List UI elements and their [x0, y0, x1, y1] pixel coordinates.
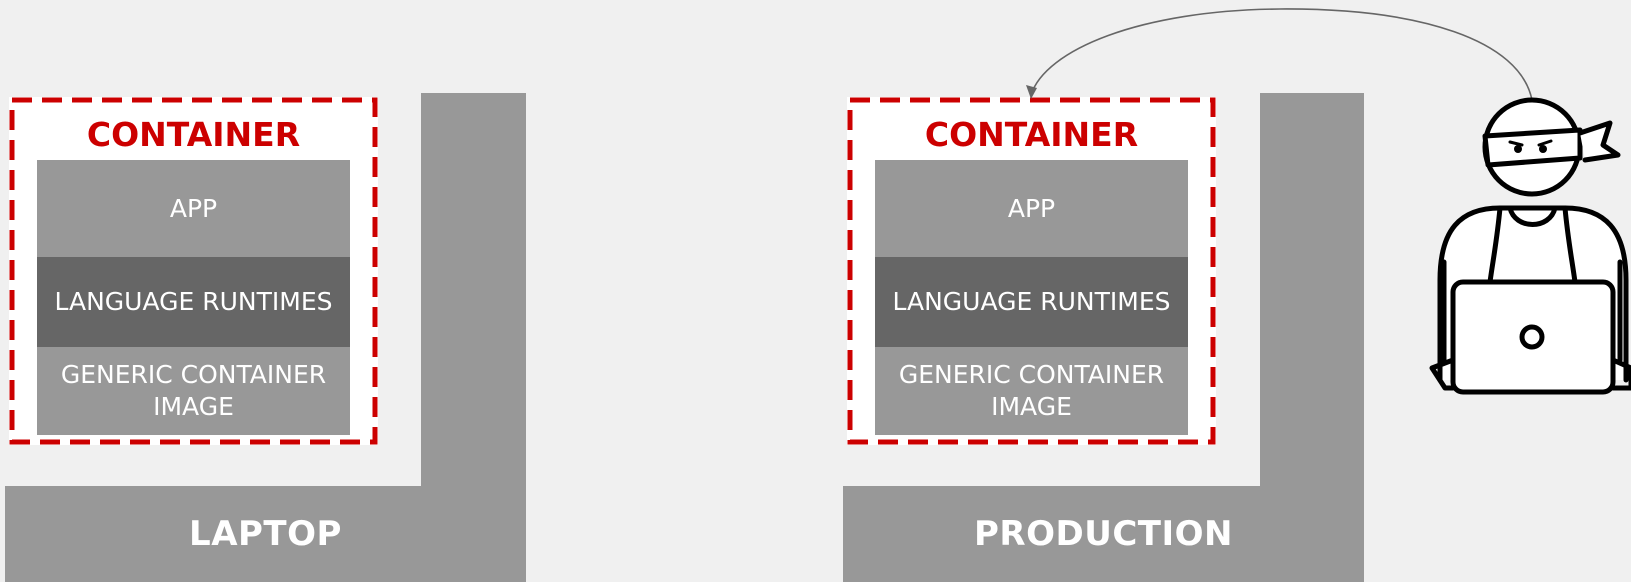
generic-container-image-layer: GENERIC CONTAINER IMAGE: [37, 347, 350, 435]
app-layer: APP: [875, 160, 1188, 257]
language-runtimes-layer: LANGUAGE RUNTIMES: [875, 257, 1188, 347]
production-container: CONTAINER APP LANGUAGE RUNTIMES GENERIC …: [847, 97, 1216, 445]
production-label: PRODUCTION: [974, 514, 1233, 554]
container-dashed-border: [9, 97, 378, 445]
language-runtimes-layer: LANGUAGE RUNTIMES: [37, 257, 350, 347]
laptop-env-base: [5, 486, 526, 582]
container-title: CONTAINER: [924, 115, 1139, 154]
generic-container-image-layer: GENERIC CONTAINER IMAGE: [875, 347, 1188, 435]
container-dashed-border: [847, 97, 1216, 445]
production-env-base: [843, 486, 1364, 582]
app-layer: APP: [37, 160, 350, 257]
laptop-container: CONTAINER APP LANGUAGE RUNTIMES GENERIC …: [9, 97, 378, 445]
laptop-label: LAPTOP: [189, 514, 342, 554]
container-title: CONTAINER: [86, 115, 301, 154]
